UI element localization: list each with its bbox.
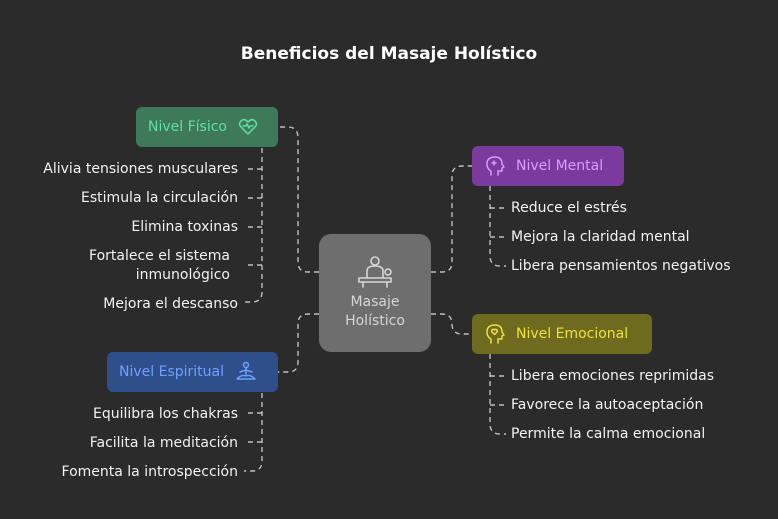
- heart-arm-icon: [238, 118, 258, 135]
- diagram-title: Beneficios del Masaje Holístico: [240, 44, 538, 64]
- category-nivel-fisico: Nivel Físico: [136, 107, 278, 147]
- massage-icon: [358, 256, 392, 288]
- list-item: inmunológico: [135, 267, 230, 283]
- list-item: Fomenta la introspección: [61, 464, 238, 480]
- list-item: Libera emociones reprimidas: [511, 368, 715, 384]
- list-item: Favorece la autoaceptación: [511, 397, 704, 413]
- center-label-line1: Masaje: [350, 294, 400, 310]
- list-item: Mejora el descanso: [103, 296, 238, 312]
- category-label: Nivel Mental: [516, 158, 604, 174]
- category-nivel-espiritual: Nivel Espiritual: [107, 352, 278, 392]
- brain-head-icon: [486, 156, 505, 176]
- list-item: Facilita la meditación: [89, 435, 238, 451]
- list-item: Fortalece el sistema: [89, 248, 230, 264]
- list-item: Elimina toxinas: [131, 219, 238, 235]
- category-nivel-emocional: Nivel Emocional: [472, 314, 652, 354]
- list-item: Permite la calma emocional: [511, 426, 706, 442]
- list-item: Libera pensamientos negativos: [511, 258, 731, 274]
- category-label: Nivel Espiritual: [119, 364, 224, 380]
- list-item: Mejora la claridad mental: [511, 229, 690, 245]
- list-item: Estimula la circulación: [81, 190, 238, 206]
- category-label: Nivel Emocional: [516, 326, 629, 342]
- list-item: Equilibra los chakras: [92, 406, 238, 422]
- center-node: Masaje Holístico: [319, 234, 431, 352]
- heart-head-icon: [486, 324, 505, 344]
- list-item: Reduce el estrés: [511, 200, 627, 216]
- center-label-line2: Holístico: [345, 313, 405, 329]
- list-item: Alivia tensiones musculares: [43, 161, 238, 177]
- category-nivel-mental: Nivel Mental: [472, 146, 624, 186]
- category-label: Nivel Físico: [148, 119, 227, 135]
- meditation-icon: [236, 361, 256, 380]
